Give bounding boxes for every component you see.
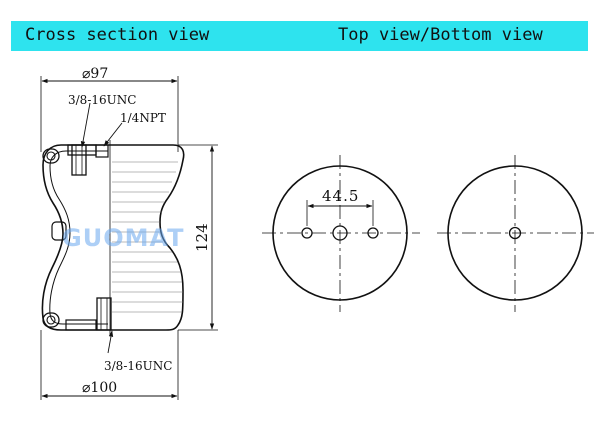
cross-section-view [40, 76, 218, 400]
top-view-left-stud-hole [301, 227, 313, 239]
top-port-label: 1/4NPT [120, 111, 166, 125]
top-port-leader [103, 122, 123, 147]
bottom-plate-boss [65, 319, 97, 331]
bellows-outer-profile [41, 144, 185, 331]
bottom-diameter-label: ⌀100 [82, 380, 117, 396]
girdle-ring [51, 221, 67, 241]
bottom-bead-crimp-left [42, 312, 60, 328]
top-view [262, 155, 420, 312]
top-view-center-port-hole [332, 225, 348, 241]
bottom-bead-circle [46, 315, 56, 325]
exterior-surface-lines [112, 161, 183, 313]
bellows-inner-profile [49, 150, 108, 325]
top-thread-leader [80, 102, 91, 148]
height-label: 124 [193, 223, 211, 252]
bottom-view [437, 155, 594, 312]
top-bead-crimp-left [42, 148, 60, 164]
hole-spacing-label: 44.5 [322, 187, 359, 205]
top-diameter-label: ⌀97 [82, 66, 108, 82]
header-banner: Cross section view Top view/Bottom view [11, 21, 588, 51]
top-stud-housing [71, 144, 87, 176]
bottom-view-center-stud-hole [508, 226, 522, 240]
brand-watermark: GUOMAT [62, 224, 185, 252]
top-bead-circle [46, 151, 56, 161]
top-port-fitting [95, 144, 109, 158]
top-view-right-stud-hole [367, 227, 379, 239]
cross-section-title: Cross section view [25, 25, 210, 45]
bottom-thread-leader [107, 330, 114, 354]
top-thread-label: 3/8-16UNC [68, 93, 136, 107]
bottom-stud-housing [96, 297, 112, 331]
bottom-thread-label: 3/8-16UNC [104, 359, 172, 373]
top-bottom-view-title: Top view/Bottom view [338, 25, 543, 45]
